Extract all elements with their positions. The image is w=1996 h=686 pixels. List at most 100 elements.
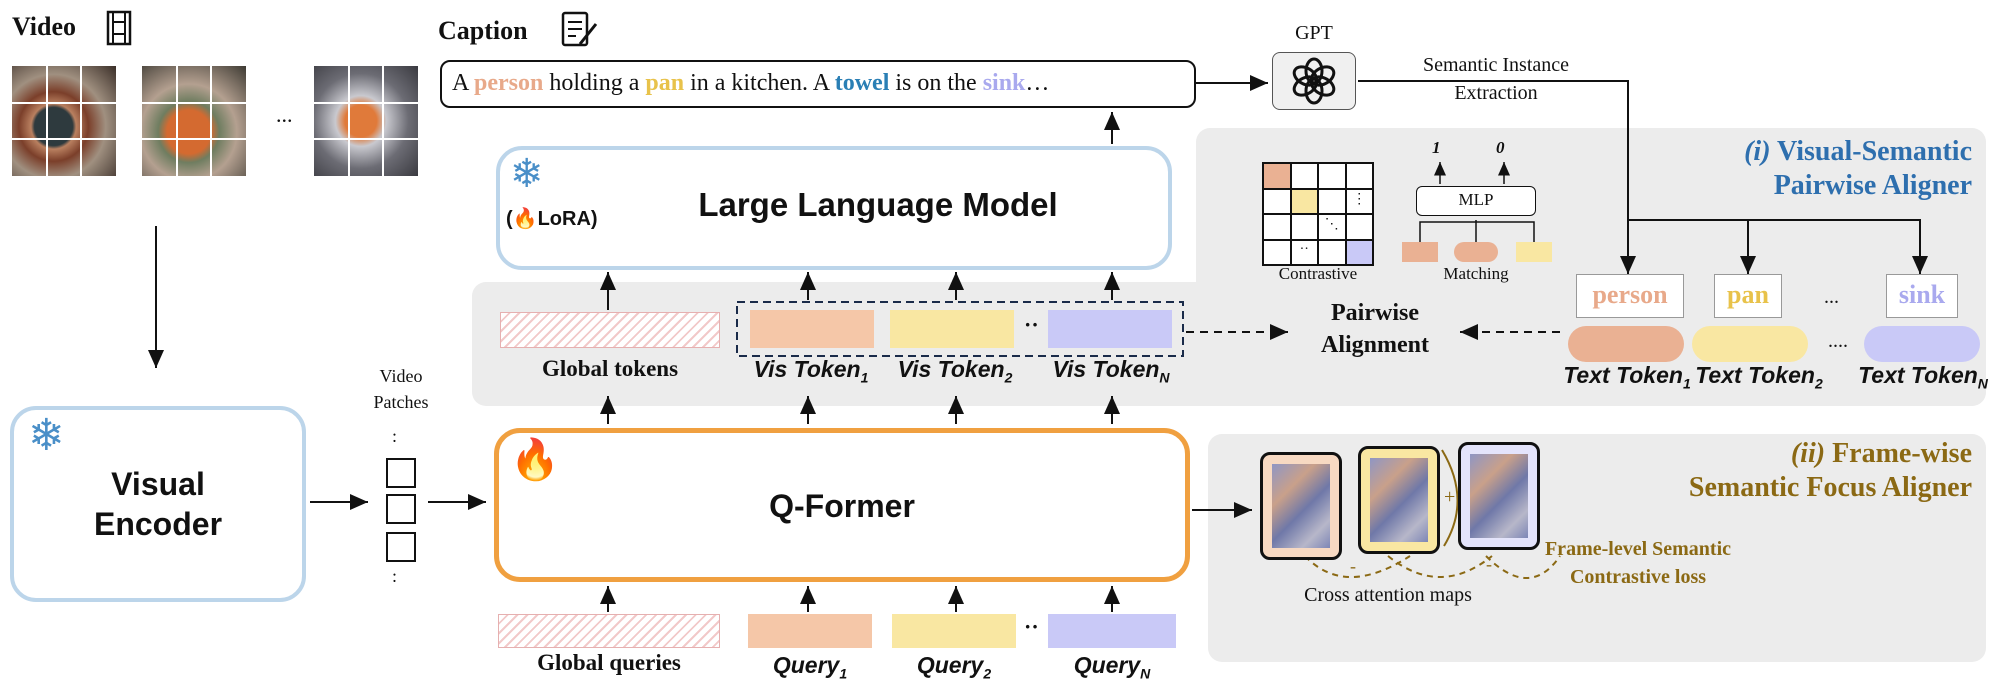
- caption-part-8: …: [1025, 70, 1050, 96]
- plus-sign: +: [1444, 486, 1456, 508]
- text-token-2: [1692, 326, 1808, 362]
- text-token-ellipsis: ....: [1828, 330, 1848, 352]
- vis-token-label-n: Vis TokenN: [1052, 356, 1170, 386]
- document-pencil-icon: [561, 11, 598, 47]
- matching-text-token: [1454, 242, 1498, 262]
- frame-loss-label-2: Contrastive loss: [1569, 566, 1707, 588]
- caption-part-7: sink: [982, 70, 1026, 96]
- text-token-label-n: Text TokenN: [1858, 362, 1988, 392]
- text-word-box-sink: [1886, 274, 1958, 318]
- vis-token-1: [750, 310, 874, 348]
- matching-other-token: [1516, 242, 1552, 262]
- semantic-extraction-label-1: Semantic Instance: [1422, 54, 1570, 76]
- attention-map-1: [1260, 452, 1342, 560]
- caption-part-2: holding a: [543, 70, 646, 96]
- patch-dots-bottom: :: [392, 566, 398, 586]
- aligner-i-subtitle: Pairwise Aligner: [1773, 170, 1972, 201]
- frame-loss-label-1: Frame-level Semantic: [1544, 538, 1732, 560]
- text-token-label-1: Text Token1: [1563, 362, 1691, 392]
- matching-zero: 0: [1496, 138, 1505, 157]
- video-title: Video: [12, 12, 77, 41]
- video-frame-2: [142, 66, 246, 176]
- matching-one: 1: [1432, 138, 1441, 157]
- mlp-label: MLP: [1458, 190, 1494, 209]
- query-token-2: [892, 614, 1016, 648]
- text-token-1: [1568, 326, 1684, 362]
- caption-text: A person holding a pan in a kitchen. A t…: [452, 70, 1049, 97]
- cross-attention-label: Cross attention maps: [1304, 584, 1472, 606]
- gpt-label: GPT: [1295, 22, 1333, 44]
- aligner-ii-subtitle: Semantic Focus Aligner: [1688, 472, 1972, 503]
- llm-title: Large Language Model: [698, 186, 1058, 223]
- global-queries-label: Global queries: [537, 650, 681, 675]
- gpt-box: [1272, 52, 1356, 110]
- text-token-n: [1864, 326, 1980, 362]
- attention-map-3: [1458, 442, 1540, 550]
- caption-part-3: pan: [645, 70, 685, 96]
- matching-label: Matching: [1443, 264, 1509, 283]
- fire-icon-qformer: 🔥: [510, 437, 560, 482]
- text-word-box-person: [1576, 274, 1684, 318]
- visual-encoder-box: [10, 406, 306, 602]
- visual-encoder-label-2: Encoder: [93, 506, 223, 542]
- query-token-1: [748, 614, 872, 648]
- query-label-1: Query1: [772, 652, 848, 682]
- patch-square-3: [386, 532, 416, 562]
- vis-token-label-2: Vis Token2: [897, 356, 1013, 386]
- mlp-box: [1416, 186, 1536, 216]
- text-word-box-pan: [1714, 274, 1782, 318]
- vis-token-2: [890, 310, 1014, 348]
- vis-token-n: [1048, 310, 1172, 348]
- patch-square-2: [386, 494, 416, 524]
- video-frame-1: [12, 66, 116, 176]
- global-token: [500, 312, 720, 348]
- attention-map-2: [1358, 446, 1440, 554]
- visual-encoder-label-1: Visual: [111, 466, 205, 502]
- global-tokens-label: Global tokens: [541, 356, 679, 381]
- minus-sign-1: -: [1350, 556, 1356, 576]
- video-frames-ellipsis: ...: [276, 102, 293, 127]
- caption-part-0: A: [452, 70, 475, 96]
- global-query-token: [498, 614, 720, 648]
- query-dots: ··: [1024, 614, 1039, 639]
- caption-part-5: towel: [834, 70, 890, 96]
- aligner-i-title: (i) Visual-Semantic: [1744, 136, 1972, 167]
- video-frame-n: [314, 66, 418, 176]
- video-patches-label-2: Patches: [373, 392, 429, 412]
- patch-dots-top: :: [392, 426, 398, 446]
- openai-icon: [1292, 57, 1336, 105]
- text-token-label-2: Text Token2: [1695, 362, 1823, 392]
- query-label-2: Query2: [916, 652, 992, 682]
- qformer-box: [494, 428, 1190, 582]
- semantic-extraction-label-2: Extraction: [1454, 82, 1538, 104]
- caption-part-1: person: [474, 70, 544, 96]
- film-icon: [106, 10, 132, 46]
- qformer-title: Q-Former: [769, 488, 915, 524]
- caption-part-4: in a kitchen. A: [684, 70, 835, 96]
- lora-label: (🔥LoRA): [506, 208, 598, 230]
- text-word-person: person: [1592, 280, 1668, 309]
- query-token-n: [1048, 614, 1176, 648]
- contrastive-label: Contrastive: [1278, 264, 1358, 283]
- pairwise-alignment-label-1: Pairwise: [1331, 300, 1419, 326]
- contrastive-matrix: ⋮ ⋱ ··: [1262, 162, 1374, 266]
- pairwise-alignment-label-2: Alignment: [1321, 332, 1429, 358]
- vis-token-label-1: Vis Token1: [753, 356, 869, 386]
- llm-box: [496, 146, 1172, 270]
- caption-part-6: is on the: [889, 70, 983, 96]
- snowflake-icon-llm: ❄: [510, 152, 544, 196]
- minus-sign-2: -: [1486, 554, 1492, 574]
- query-label-n: QueryN: [1073, 652, 1151, 682]
- text-word-sink: sink: [1898, 280, 1946, 309]
- snowflake-icon: ❄: [28, 411, 65, 460]
- caption-title: Caption: [438, 16, 528, 45]
- aligner-ii-title: (ii) Frame-wise: [1790, 438, 1972, 469]
- patch-square-1: [386, 458, 416, 488]
- video-patches-label-1: Video: [379, 366, 423, 386]
- vis-token-dots: ··: [1024, 312, 1039, 337]
- text-word-pan: pan: [1727, 280, 1769, 309]
- matching-vis-token: [1402, 242, 1438, 262]
- text-word-ellipsis: ...: [1824, 286, 1839, 308]
- caption-box: [440, 60, 1196, 108]
